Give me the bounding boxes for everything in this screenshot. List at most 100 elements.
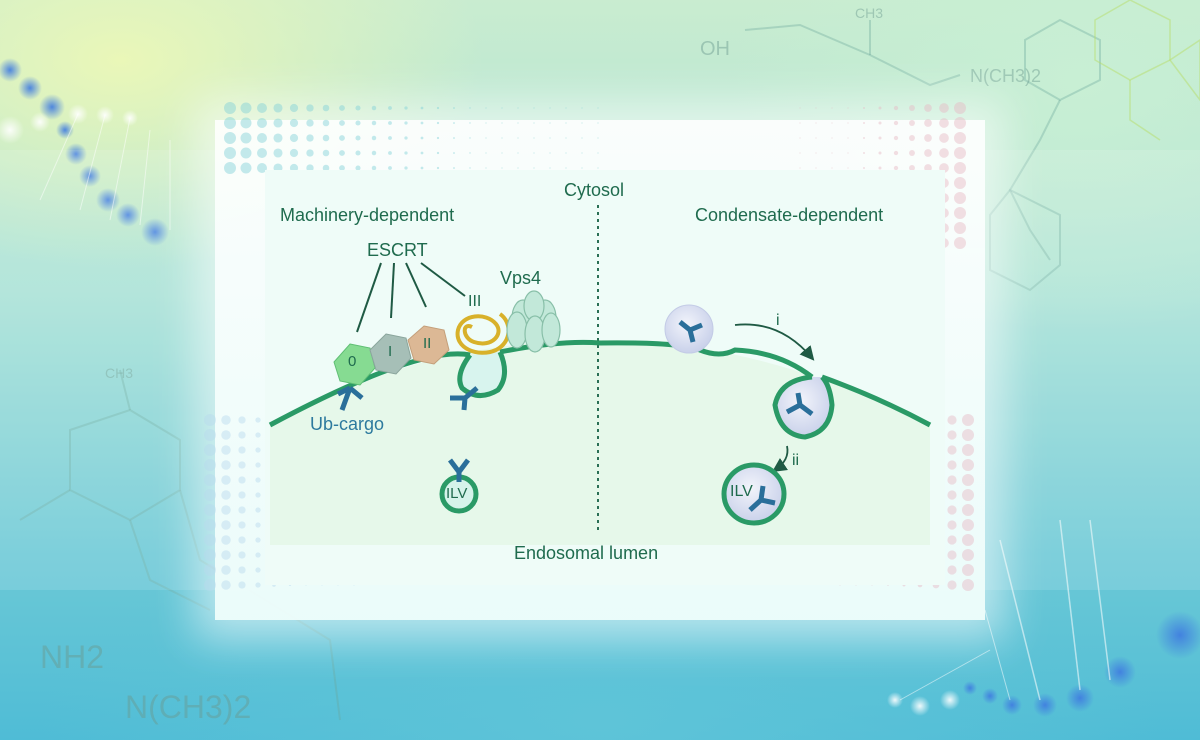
cargo-icon-ilv-right bbox=[748, 485, 776, 512]
halftone-dot bbox=[863, 152, 865, 154]
halftone-dot bbox=[581, 152, 583, 154]
halftone-dot bbox=[517, 137, 519, 139]
halftone-dot bbox=[909, 150, 915, 156]
halftone-dot bbox=[322, 104, 330, 112]
dna-strand-bottom-right bbox=[887, 519, 1200, 717]
halftone-dot bbox=[485, 152, 487, 154]
halftone-dot bbox=[954, 102, 966, 114]
halftone-dot bbox=[847, 107, 849, 109]
halftone-dot bbox=[256, 102, 268, 114]
halftone-dot bbox=[388, 136, 392, 140]
halftone-dot bbox=[549, 152, 551, 154]
halftone-dot bbox=[306, 149, 314, 157]
cargo-icon-budding-right bbox=[785, 392, 814, 416]
halftone-dot bbox=[909, 120, 915, 126]
halftone-dot bbox=[815, 152, 817, 154]
halftone-dot bbox=[204, 549, 216, 561]
halftone-dot bbox=[924, 104, 932, 112]
halftone-dot bbox=[947, 415, 957, 425]
halftone-dot bbox=[238, 491, 246, 499]
halftone-dot bbox=[256, 162, 268, 174]
halftone-dot bbox=[339, 165, 345, 171]
halftone-dot bbox=[878, 136, 882, 140]
halftone-dot bbox=[371, 105, 377, 111]
halftone-dot bbox=[404, 166, 408, 170]
halftone-dot bbox=[255, 507, 261, 513]
escrt-iii-spiral bbox=[455, 312, 511, 355]
halftone-dot bbox=[799, 107, 801, 109]
halftone-dot bbox=[878, 121, 882, 125]
halftone-dot bbox=[404, 121, 408, 125]
halftone-dot bbox=[371, 165, 377, 171]
halftone-dot bbox=[204, 429, 216, 441]
halftone-dot bbox=[238, 461, 246, 469]
halftone-dot bbox=[273, 103, 283, 113]
halftone-dot bbox=[240, 117, 252, 129]
halftone-dot bbox=[947, 445, 957, 455]
halftone-dot bbox=[485, 167, 487, 169]
halftone-dot bbox=[924, 149, 932, 157]
escrt-ii-label: II bbox=[423, 335, 432, 352]
halftone-dot bbox=[847, 152, 849, 154]
halftone-dot bbox=[954, 117, 966, 129]
halftone-dot bbox=[947, 565, 957, 575]
halftone-dot bbox=[289, 133, 299, 143]
halftone-dot bbox=[581, 122, 583, 124]
halftone-dot bbox=[224, 102, 236, 114]
halftone-dot bbox=[221, 490, 231, 500]
halftone-dot bbox=[815, 122, 817, 124]
escrt-connector-lines bbox=[356, 262, 466, 333]
halftone-dot bbox=[565, 152, 567, 154]
halftone-dot bbox=[306, 164, 314, 172]
halftone-dot bbox=[404, 136, 408, 140]
halftone-dot bbox=[371, 135, 377, 141]
halftone-dot bbox=[388, 151, 392, 155]
halftone-dot bbox=[453, 122, 455, 124]
halftone-dot bbox=[339, 120, 345, 126]
halftone-dot bbox=[533, 122, 535, 124]
halftone-dot bbox=[565, 167, 567, 169]
halftone-dot bbox=[221, 460, 231, 470]
halftone-dot bbox=[517, 122, 519, 124]
halftone-dot bbox=[962, 414, 974, 426]
halftone-dot bbox=[221, 430, 231, 440]
halftone-dot bbox=[404, 106, 408, 110]
halftone-dot bbox=[436, 106, 440, 110]
halftone-dot bbox=[238, 446, 246, 454]
halftone-dot bbox=[962, 534, 974, 546]
halftone-dot bbox=[469, 107, 471, 109]
cytosol-label: Cytosol bbox=[564, 180, 625, 200]
halftone-dot bbox=[221, 445, 231, 455]
halftone-dot bbox=[240, 102, 252, 114]
halftone-dot bbox=[581, 167, 583, 169]
halftone-dot bbox=[909, 165, 915, 171]
halftone-dot bbox=[893, 120, 899, 126]
halftone-dot bbox=[893, 150, 899, 156]
halftone-dot bbox=[533, 167, 535, 169]
dna-strand-top-left bbox=[0, 58, 171, 246]
halftone-dot bbox=[799, 137, 801, 139]
halftone-dot bbox=[339, 105, 345, 111]
formula-ch3-left: CH3 bbox=[105, 365, 133, 381]
halftone-dot bbox=[501, 137, 503, 139]
halftone-dot bbox=[847, 122, 849, 124]
halftone-dot bbox=[863, 137, 865, 139]
step-ii-label: ii bbox=[792, 452, 800, 469]
halftone-dot bbox=[420, 151, 424, 155]
halftone-dot bbox=[224, 132, 236, 144]
halftone-dot bbox=[436, 136, 440, 140]
halftone-dot bbox=[255, 477, 261, 483]
halftone-dot bbox=[878, 151, 882, 155]
halftone-dot bbox=[238, 581, 246, 589]
halftone-dot bbox=[799, 167, 801, 169]
halftone-dot bbox=[947, 460, 957, 470]
cargo-icon-condensate bbox=[678, 320, 703, 343]
halftone-dot bbox=[256, 132, 268, 144]
halftone-dot bbox=[204, 444, 216, 456]
halftone-dot bbox=[533, 152, 535, 154]
halftone-dot bbox=[221, 550, 231, 560]
halftone-dot bbox=[799, 122, 801, 124]
halftone-dot bbox=[485, 107, 487, 109]
escrt-0-complex bbox=[333, 343, 376, 386]
